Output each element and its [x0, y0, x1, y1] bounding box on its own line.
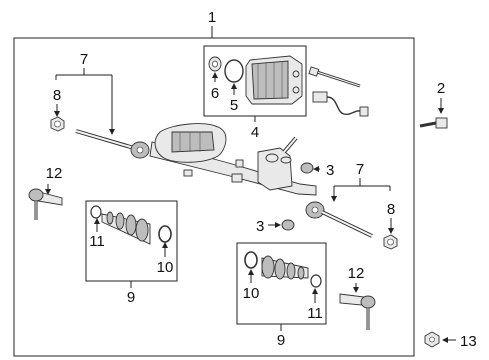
steering-rack-housing [149, 123, 317, 196]
outer-tie-rod-end-left [28, 188, 63, 220]
callout-9-left: 9 [127, 289, 135, 306]
boot-clamp-large-right [244, 251, 258, 269]
jam-nut-left [50, 116, 65, 132]
assembly-frame [13, 37, 415, 357]
callout-2: 2 [437, 80, 445, 97]
callout-11-left: 11 [89, 233, 105, 250]
plug-upper-part [300, 162, 314, 174]
boot-clamp-small-right [310, 274, 322, 288]
mounting-bolt-long [308, 66, 361, 88]
callout-10-left: 10 [157, 259, 174, 276]
outer-tie-rod-end-right [339, 293, 376, 330]
callout-3-lower: 3 [256, 218, 264, 235]
callout-8-left: 8 [53, 87, 61, 104]
callout-12-left: 12 [46, 165, 63, 182]
callout-6: 6 [211, 85, 219, 102]
castle-nut-part [424, 331, 440, 348]
boot-clamp-small-left [90, 205, 102, 219]
steering-boot-right [261, 255, 309, 280]
motor-housing-part [245, 55, 303, 105]
callout-12-right: 12 [348, 265, 365, 282]
callout-5: 5 [230, 97, 238, 114]
boot-clamp-large-left [158, 225, 172, 243]
callout-3-upper: 3 [326, 162, 334, 179]
callout-1: 1 [208, 9, 216, 26]
bearing-part [208, 56, 222, 72]
callout-10-right: 10 [243, 285, 260, 302]
callout-11-right: 11 [307, 305, 323, 322]
callout-13: 13 [460, 333, 477, 350]
bolt-part [419, 117, 448, 129]
plug-lower-part [281, 219, 295, 231]
o-ring-part [224, 59, 244, 83]
wiring-harness-part [312, 91, 369, 117]
callout-9-right: 9 [277, 332, 285, 349]
steering-boot-left [101, 211, 151, 245]
inner-tie-rod-right [305, 201, 373, 238]
pinion-shaft-part [265, 136, 298, 164]
callout-8-right: 8 [387, 201, 395, 218]
callout-4: 4 [251, 124, 259, 141]
jam-nut-right [383, 234, 398, 250]
callout-7-left: 7 [80, 51, 88, 68]
inner-tie-rod-left [75, 129, 150, 159]
callout-7-right: 7 [356, 161, 364, 178]
